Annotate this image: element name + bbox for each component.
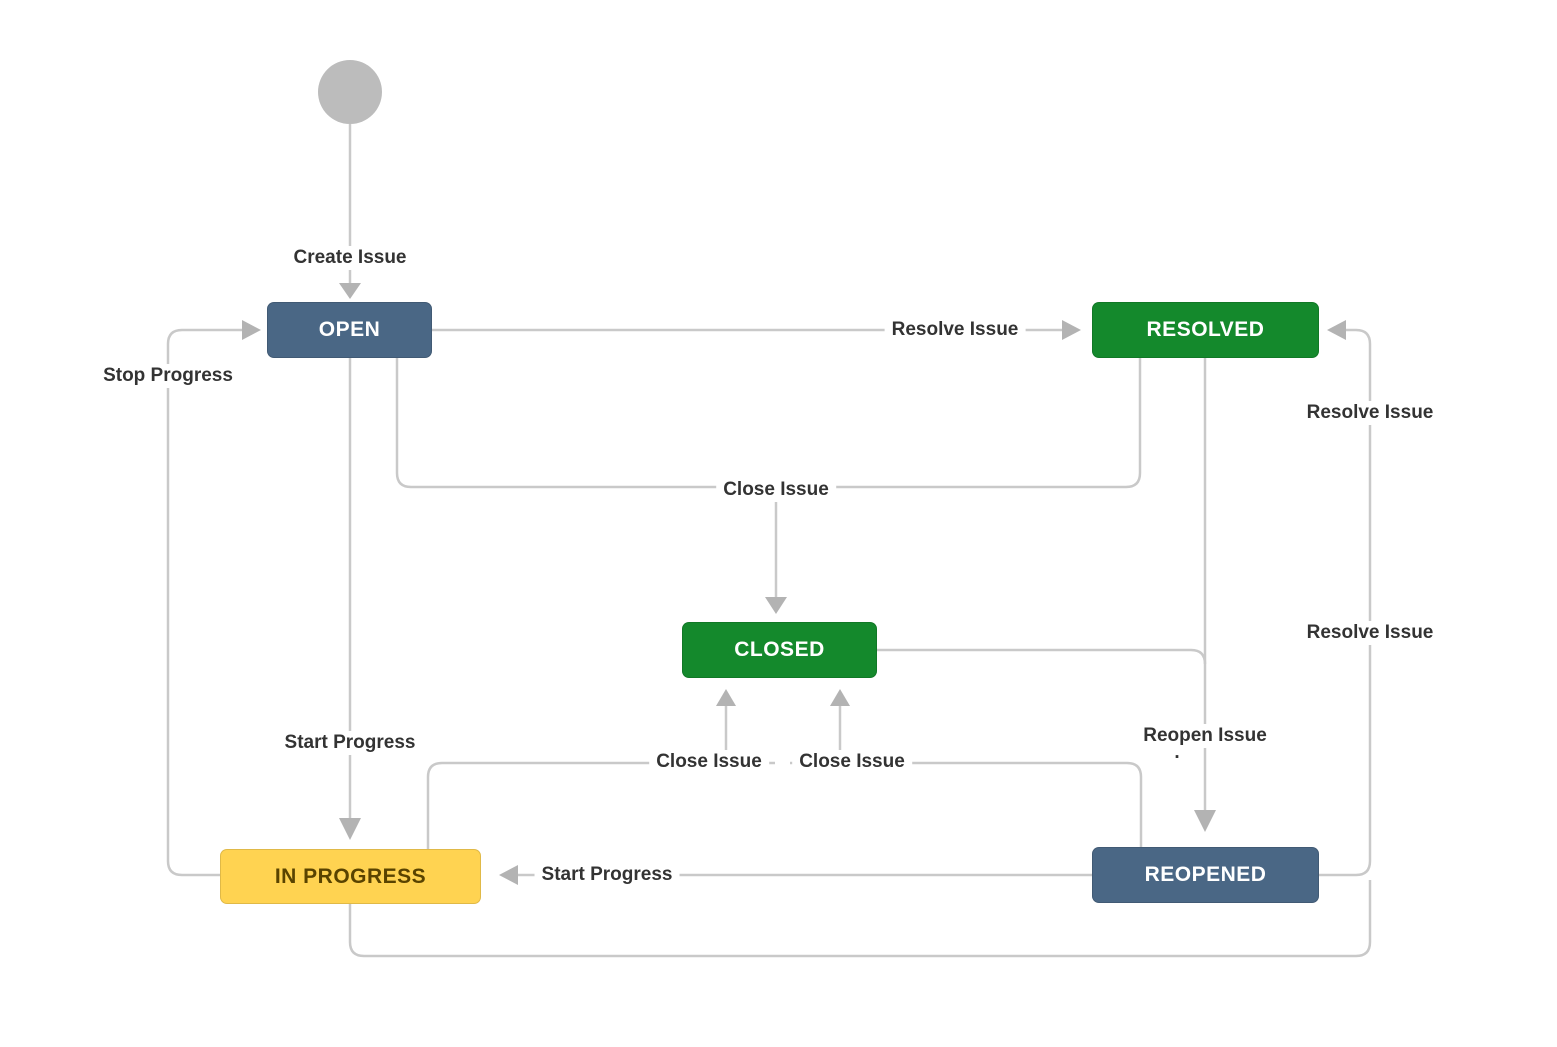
label-stop-progress[interactable]: Stop Progress <box>96 364 240 388</box>
label-close-issue-left[interactable]: Close Issue <box>649 750 769 774</box>
arrowhead-reopen-issue <box>1194 810 1216 832</box>
arrowhead-create-issue <box>339 283 361 299</box>
arrowhead-start-progress-horiz <box>499 865 518 885</box>
state-open-label: OPEN <box>318 318 381 341</box>
edge-close-reopened <box>790 761 1143 847</box>
edge-closed-to-reopened <box>877 648 1207 665</box>
edge-close-inprogress <box>426 761 775 849</box>
arrowhead-resolve-open <box>1062 320 1081 340</box>
arrowhead-close-inprogress <box>716 689 736 706</box>
state-in-progress[interactable]: IN PROGRESS <box>220 849 481 904</box>
label-create-issue[interactable]: Create Issue <box>286 246 414 270</box>
state-closed[interactable]: CLOSED <box>682 622 877 678</box>
state-resolved[interactable]: RESOLVED <box>1092 302 1319 358</box>
arrowhead-resolve-right <box>1327 320 1346 340</box>
label-resolve-issue-open[interactable]: Resolve Issue <box>884 318 1026 342</box>
edge-resolve-inprogress <box>348 880 1372 958</box>
arrowhead-start-progress-vert <box>339 818 361 840</box>
state-resolved-label: RESOLVED <box>1146 318 1265 341</box>
edge-resolve-reopened <box>1319 328 1372 877</box>
edge-stop-progress <box>166 328 242 877</box>
label-resolve-issue-right-top[interactable]: Resolve Issue <box>1299 401 1441 425</box>
state-reopened-label: REOPENED <box>1144 863 1267 886</box>
label-reopen-issue[interactable]: Reopen Issue <box>1136 724 1274 748</box>
state-in-progress-label: IN PROGRESS <box>274 864 427 888</box>
arrowhead-stop-progress <box>242 320 261 340</box>
label-reopen-issue-dot: . <box>1174 742 1180 763</box>
arrowhead-close-reopened <box>830 689 850 706</box>
state-open[interactable]: OPEN <box>267 302 432 358</box>
label-close-issue-right[interactable]: Close Issue <box>792 750 912 774</box>
label-start-progress-reopened[interactable]: Start Progress <box>534 863 680 887</box>
label-close-issue-top[interactable]: Close Issue <box>716 478 836 502</box>
state-reopened[interactable]: REOPENED <box>1092 847 1319 903</box>
label-start-progress-open[interactable]: Start Progress <box>277 731 423 755</box>
label-resolve-issue-right-low[interactable]: Resolve Issue <box>1299 621 1441 645</box>
start-node[interactable] <box>318 60 382 124</box>
edge-close-issue-merge <box>395 358 1142 489</box>
state-closed-label: CLOSED <box>734 638 825 661</box>
arrowhead-close-issue <box>765 597 787 614</box>
